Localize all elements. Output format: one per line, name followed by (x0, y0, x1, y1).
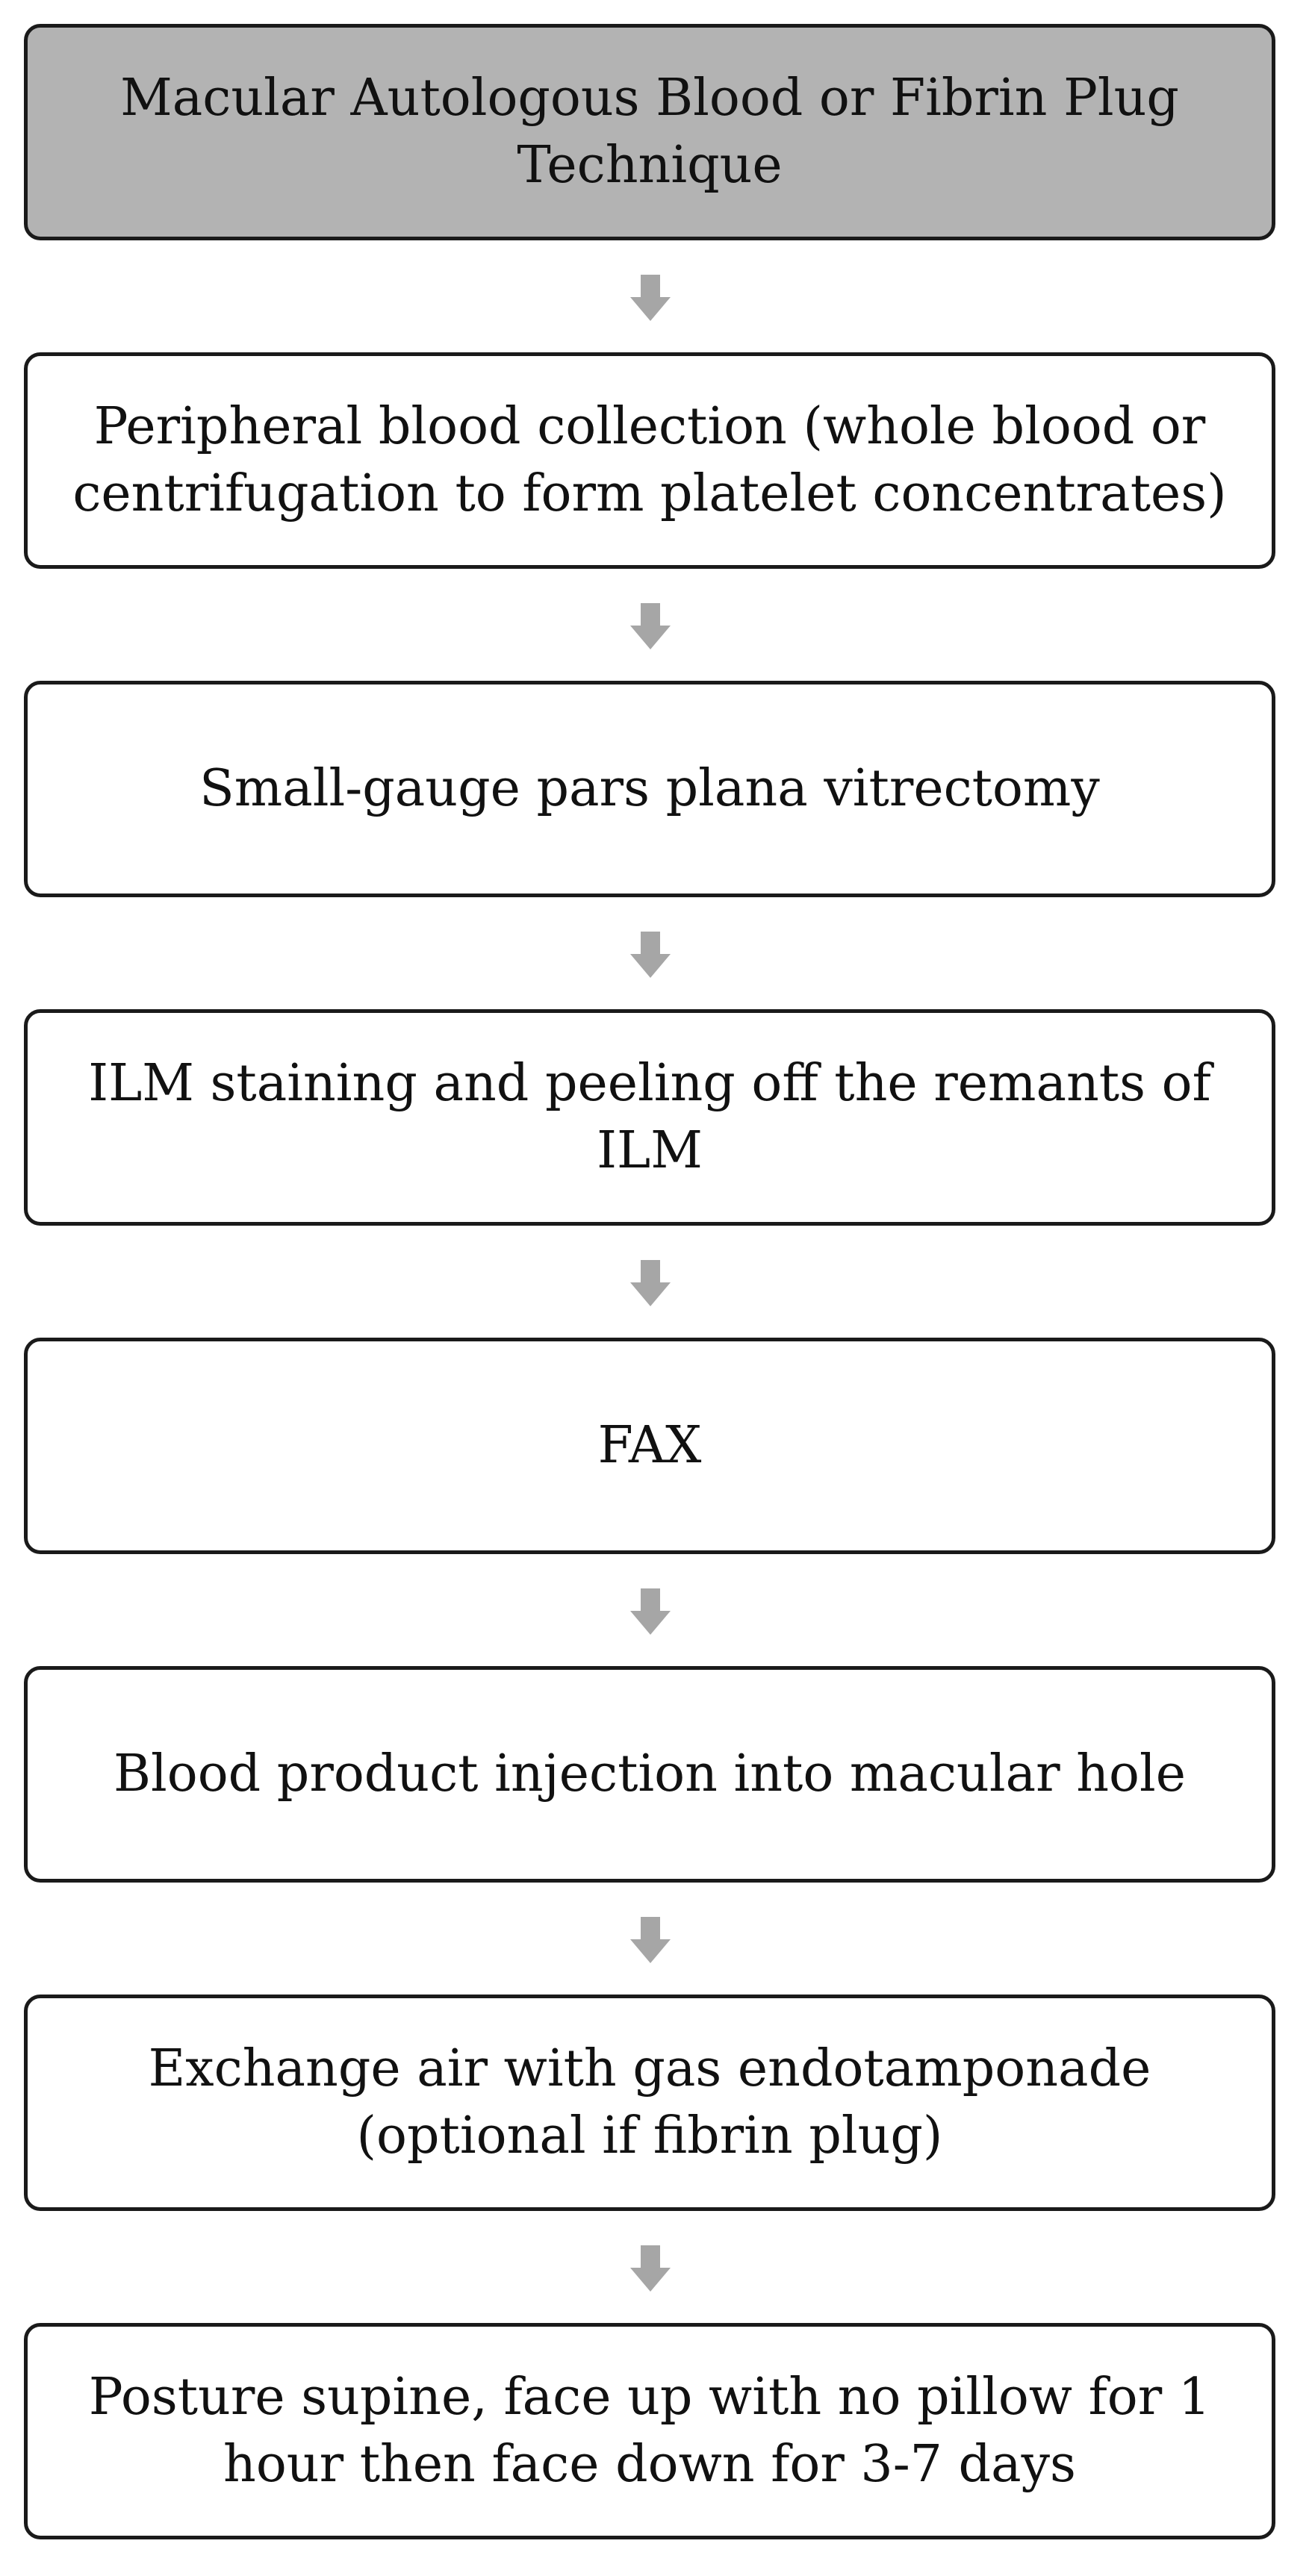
flow-step-ilm-peeling-label: ILM staining and peeling off the remants… (88, 1054, 1211, 1180)
flow-step-fax-label: FAX (597, 1416, 702, 1475)
flow-step-title-label: Macular Autologous Blood or Fibrin Plug … (120, 69, 1179, 195)
flow-step-fax: FAX (24, 1338, 1275, 1554)
down-arrow-icon (630, 603, 671, 649)
down-arrow-icon (630, 275, 671, 321)
flow-step-blood-collection-label: Peripheral blood collection (whole blood… (72, 397, 1227, 523)
flow-step-vitrectomy: Small-gauge pars plana vitrectomy (24, 681, 1275, 897)
flow-step-gas-exchange: Exchange air with gas endotamponade (opt… (24, 1995, 1275, 2211)
down-arrow-icon (630, 1917, 671, 1963)
down-arrow-icon (630, 2245, 671, 2292)
flow-step-posture: Posture supine, face up with no pillow f… (24, 2323, 1275, 2539)
down-arrow-icon (630, 1260, 671, 1306)
flow-step-blood-collection: Peripheral blood collection (whole blood… (24, 352, 1275, 569)
down-arrow-icon (630, 1588, 671, 1635)
flow-step-posture-label: Posture supine, face up with no pillow f… (88, 2368, 1211, 2494)
flow-step-blood-injection: Blood product injection into macular hol… (24, 1666, 1275, 1883)
flow-step-vitrectomy-label: Small-gauge pars plana vitrectomy (199, 759, 1100, 818)
flow-step-blood-injection-label: Blood product injection into macular hol… (114, 1744, 1186, 1803)
down-arrow-icon (630, 932, 671, 978)
flow-step-ilm-peeling: ILM staining and peeling off the remants… (24, 1009, 1275, 1226)
flow-step-title: Macular Autologous Blood or Fibrin Plug … (24, 24, 1275, 240)
flow-step-gas-exchange-label: Exchange air with gas endotamponade (opt… (148, 2039, 1151, 2165)
